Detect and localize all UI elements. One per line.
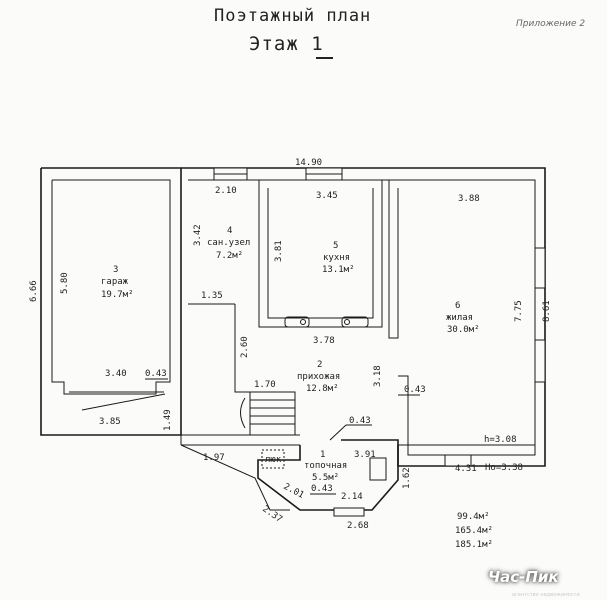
interior-walls bbox=[180, 180, 535, 517]
floor-number: 1 bbox=[311, 33, 324, 55]
dim-ho-value: Ho=3.38 bbox=[485, 463, 523, 473]
watermark-subtitle: агентство недвижимости bbox=[512, 592, 580, 598]
dim-overall-width: 14.90 bbox=[295, 158, 322, 168]
dim-garage-front: 3.85 bbox=[99, 417, 121, 427]
area-totals: 99.4м² 165.4м² 185.1м² bbox=[455, 512, 493, 550]
room-1-area: 5.5м² bbox=[312, 473, 339, 483]
area-total-2: 165.4м² bbox=[455, 526, 493, 536]
dim-living-outer: 8.61 bbox=[542, 300, 552, 322]
room-labels: 3 гараж 19.7м² 4 сан.узел 7.2м² 5 кухня … bbox=[101, 226, 480, 483]
room-6-number: 6 bbox=[455, 301, 460, 311]
room-1-number: 1 bbox=[320, 450, 325, 460]
dimension-labels: 14.90 2.10 3.45 3.88 6.66 5.80 3.42 3.81… bbox=[29, 158, 552, 531]
dim-kitchen-width-bottom: 3.78 bbox=[313, 336, 335, 346]
dim-boiler-side: 1.62 bbox=[402, 467, 412, 489]
dim-porch-c: 2.14 bbox=[341, 492, 363, 502]
dim-garage-depth: 5.80 bbox=[60, 272, 70, 294]
floor-title: Этаж 1 bbox=[249, 33, 324, 55]
room-6-name: жилая bbox=[446, 313, 473, 323]
area-total-3: 185.1м² bbox=[455, 540, 493, 550]
room-4-name: сан.узел bbox=[207, 238, 250, 248]
dim-hall-offset: 0.43 bbox=[404, 385, 426, 395]
leader-lines bbox=[81, 378, 420, 495]
dim-hall-width: 1.35 bbox=[201, 291, 223, 301]
dim-bath-width: 2.10 bbox=[215, 186, 237, 196]
room-4-number: 4 bbox=[227, 226, 232, 236]
dim-bath-depth: 3.42 bbox=[193, 224, 203, 246]
hatch-label: люк bbox=[265, 455, 282, 465]
dim-living-depth: 7.75 bbox=[514, 300, 524, 322]
dim-hall-step: 3.18 bbox=[373, 365, 383, 387]
room-3-name: гараж bbox=[101, 277, 129, 287]
dim-front-left: 1.97 bbox=[203, 453, 225, 463]
room-1-name: топочная bbox=[304, 461, 347, 471]
room-2-number: 2 bbox=[317, 360, 322, 370]
room-5-area: 13.1м² bbox=[322, 265, 355, 275]
room-4-area: 7.2м² bbox=[216, 251, 243, 261]
dim-garage-step: 0.43 bbox=[145, 369, 167, 379]
floor-number-underline bbox=[316, 57, 333, 59]
area-total-1: 99.4м² bbox=[457, 512, 490, 522]
floor-label: Этаж bbox=[249, 33, 299, 55]
watermark-logo: Час-Пик bbox=[488, 568, 559, 586]
dim-hall-offset-2: 0.43 bbox=[349, 416, 371, 426]
dim-garage-side: 1.49 bbox=[163, 409, 173, 431]
dim-stair-width: 1.70 bbox=[254, 380, 276, 390]
dim-hall-depth: 2.60 bbox=[240, 336, 250, 358]
plan-title: Поэтажный план bbox=[214, 6, 372, 26]
dim-garage-width: 3.40 bbox=[105, 369, 127, 379]
dim-boiler-width: 3.91 bbox=[354, 450, 376, 460]
appendix-label: Приложение 2 bbox=[516, 19, 586, 29]
dim-h-value: h=3.08 bbox=[484, 435, 517, 445]
dim-porch-d: 2.68 bbox=[347, 521, 369, 531]
dim-porch-b: 2.37 bbox=[260, 504, 284, 525]
dim-kitchen-width-top: 3.45 bbox=[316, 191, 338, 201]
house-walls bbox=[181, 167, 546, 467]
dim-porch-offset: 0.43 bbox=[311, 484, 333, 494]
dim-kitchen-depth: 3.81 bbox=[274, 240, 284, 262]
room-3-area: 19.7м² bbox=[101, 290, 134, 300]
room-3-number: 3 bbox=[113, 265, 118, 275]
room-5-name: кухня bbox=[323, 253, 350, 263]
room-6-area: 30.0м² bbox=[447, 325, 480, 335]
dim-living-bottom: 4.31 bbox=[455, 464, 477, 474]
room-2-area: 12.8м² bbox=[306, 384, 339, 394]
room-5-number: 5 bbox=[333, 241, 338, 251]
room-2-name: прихожая bbox=[297, 372, 340, 382]
dim-living-width: 3.88 bbox=[458, 194, 480, 204]
dim-overall-depth: 6.66 bbox=[29, 280, 39, 302]
